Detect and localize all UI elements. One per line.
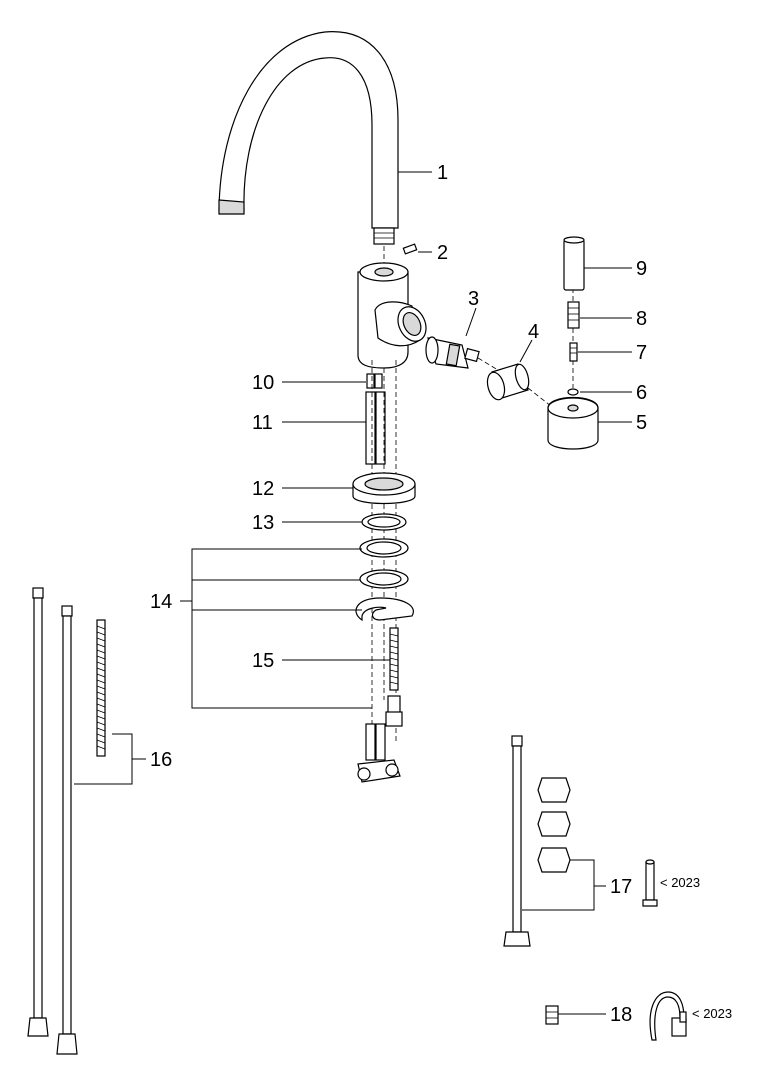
aerator-part: [545, 991, 687, 1041]
callout-13: 13: [252, 512, 274, 534]
callout-18: 18: [610, 1004, 632, 1026]
gasket-part: [361, 513, 407, 531]
set-screw-part: [402, 243, 418, 255]
callout-7: 7: [636, 342, 647, 364]
extension-set-part: [503, 735, 658, 947]
leader-14: [180, 548, 372, 709]
callout-10: 10: [252, 372, 274, 394]
callout-12: 12: [252, 478, 274, 500]
callout-16: 16: [150, 749, 172, 771]
lower-fittings-part: [357, 695, 403, 783]
spout-part: [218, 31, 399, 245]
callout-8: 8: [636, 308, 647, 330]
leader-4: [519, 339, 533, 363]
callout-17: 17: [610, 876, 632, 898]
handle-hub-part: [547, 397, 599, 450]
faucet-body-part: [357, 262, 427, 369]
callout-14: 14: [150, 591, 172, 613]
hose-connector-part: [366, 373, 383, 389]
leader-3: [465, 307, 477, 337]
cartridge-part: [425, 336, 480, 369]
leader-17: [522, 859, 606, 911]
callout-1: 1: [437, 162, 448, 184]
o-ring-part: [567, 388, 579, 396]
supply-hose-part: [365, 391, 386, 465]
mounting-ring-part: [352, 472, 416, 505]
callout-6: 6: [636, 382, 647, 404]
lever-part: [563, 236, 585, 291]
callout-5: 5: [636, 412, 647, 434]
callout-3: 3: [468, 288, 479, 310]
leader-16: [74, 733, 146, 785]
cartridge-nut-part: [486, 363, 530, 401]
callout-15: 15: [252, 650, 274, 672]
callout-4: 4: [528, 321, 539, 343]
callout-9: 9: [636, 258, 647, 280]
callout-11: 11: [252, 412, 273, 434]
grub-screw-part: [569, 342, 578, 362]
callout-2: 2: [437, 242, 448, 264]
threaded-insert-part: [567, 301, 580, 329]
version-note-18: < 2023: [692, 1006, 732, 1021]
flexible-hoses-part: [27, 587, 106, 1055]
fixing-set-part: [355, 538, 414, 622]
threaded-rod-part: [389, 627, 399, 691]
version-note-17: < 2023: [660, 875, 700, 890]
